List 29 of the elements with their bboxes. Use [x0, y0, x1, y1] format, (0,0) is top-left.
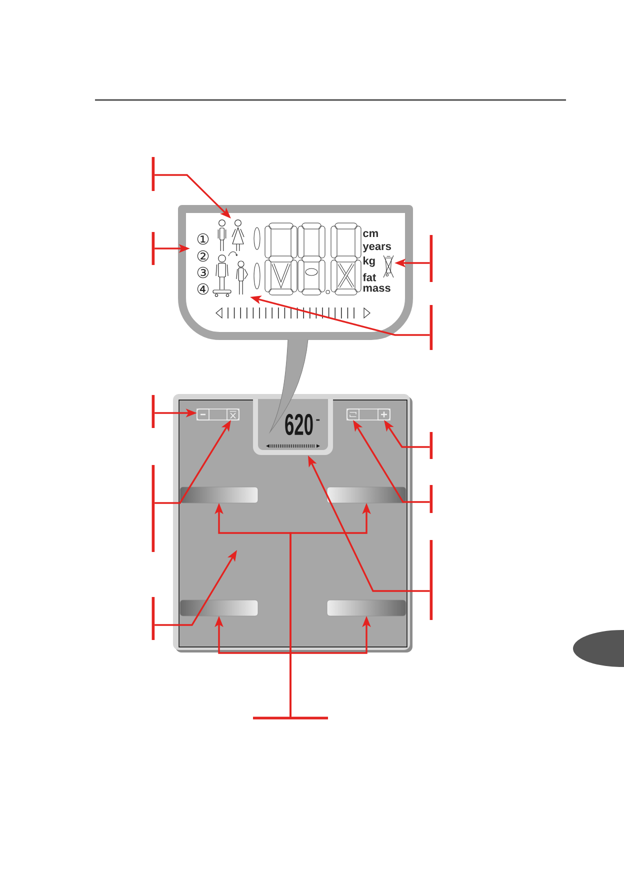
user-number: ② [197, 250, 209, 262]
unit-label: kg [363, 256, 375, 267]
curved-arrow [228, 252, 238, 256]
leader-bar [152, 465, 155, 552]
leader-bar [152, 157, 155, 191]
unit-label: cm [363, 231, 378, 238]
leader-bar [152, 597, 155, 640]
user-number: ③ [197, 266, 209, 278]
person-on-scale-icon [212, 254, 232, 297]
leader-bar [253, 716, 328, 720]
user-number: ① [197, 233, 209, 245]
crossed-bin-icon [383, 255, 394, 278]
electrode-strip [326, 600, 406, 616]
leader-bar [152, 232, 155, 265]
man-woman-icon [218, 220, 244, 252]
leader-bar [430, 540, 433, 620]
unit-label: years [362, 244, 391, 252]
leader-bar [430, 432, 433, 459]
electrode-strip [326, 486, 406, 504]
electrode-strip [180, 486, 258, 504]
leader-bar [152, 395, 155, 428]
leader-bar [430, 485, 433, 513]
user-number: ④ [197, 283, 209, 295]
leader-bar [430, 235, 433, 282]
child-figure-icon [236, 260, 248, 295]
electrode-strip [180, 600, 258, 616]
unit-label: fat mass [362, 273, 390, 292]
leader-bar [430, 305, 433, 350]
display-window: 620 [253, 399, 333, 455]
